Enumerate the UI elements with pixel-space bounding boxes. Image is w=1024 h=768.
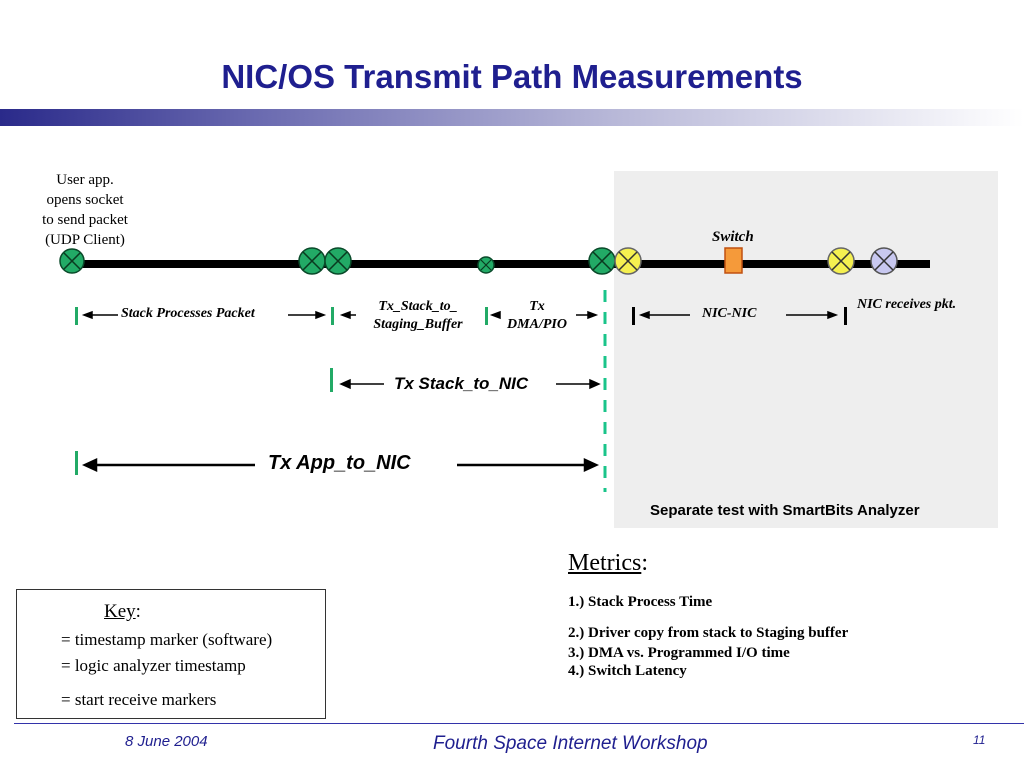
key-item-software: = timestamp marker (software) (61, 630, 273, 649)
switch-label: Switch (712, 229, 754, 245)
arrows-row1 (81, 310, 839, 320)
metric-item-1: 1.) Stack Process Time (568, 594, 713, 610)
tx-dma-line-2: DMA/PIO (507, 317, 567, 332)
switch-box-icon (724, 247, 743, 274)
footer-divider (14, 723, 1024, 724)
footer-date: 8 June 2004 (125, 733, 208, 750)
tick-1 (75, 307, 78, 325)
software-marker-1-icon (59, 248, 85, 274)
key-title-colon: : (135, 601, 141, 622)
tick-5 (844, 307, 847, 325)
metrics-title-colon: : (641, 550, 648, 576)
tx-stack-to-staging-label: Tx_Stack_to_ Staging_Buffer (356, 298, 480, 334)
tick-app-to-nic (75, 451, 78, 475)
receive-marker-icon (870, 247, 898, 275)
key-title-text: Key (104, 601, 136, 622)
slide-title: NIC/OS Transmit Path Measurements (221, 58, 803, 95)
software-marker-4-icon (477, 256, 495, 274)
metric-item-3: 3.) DMA vs. Programmed I/O time (568, 645, 790, 661)
timeline-line (72, 260, 930, 268)
title-gradient-bar (0, 109, 1024, 126)
key-title: Key: (104, 601, 141, 623)
tx-stack-staging-line-2: Staging_Buffer (373, 317, 463, 332)
key-item-receive: = start receive markers (61, 690, 217, 709)
tick-2 (331, 307, 334, 325)
nic-receives-label: NIC receives pkt. (857, 297, 957, 312)
metrics-title: Metrics: (568, 550, 648, 577)
tick-stack-to-nic (330, 368, 333, 392)
footer-event: Fourth Space Internet Workshop (433, 733, 708, 754)
tx-app-to-nic-label: Tx App_to_NIC (268, 452, 411, 474)
smartbits-panel (614, 171, 998, 528)
logic-analyzer-marker-2-icon (827, 247, 855, 275)
footer-page-number: 11 (973, 733, 986, 747)
logic-analyzer-marker-1-icon (614, 247, 642, 275)
software-marker-3-icon (324, 247, 352, 275)
metrics-title-text: Metrics (568, 550, 642, 576)
arrows-row2 (339, 378, 601, 390)
metric-item-2: 2.) Driver copy from stack to Staging bu… (568, 625, 849, 641)
tx-dma-line-1: Tx (529, 299, 545, 314)
tx-dma-pio-label: Tx DMA/PIO (498, 298, 576, 334)
nic-nic-label: NIC-NIC (702, 306, 757, 321)
user-app-line-2: opens socket (46, 192, 124, 208)
metric-item-4: 4.) Switch Latency (568, 663, 687, 679)
software-marker-2-icon (298, 247, 326, 275)
user-app-line-1: User app. (56, 172, 114, 188)
user-app-line-4: (UDP Client) (45, 232, 125, 248)
user-app-line-3: to send packet (42, 212, 128, 228)
stack-processes-label: Stack Processes Packet (121, 306, 255, 321)
key-item-logic-analyzer: = logic analyzer timestamp (61, 656, 246, 675)
tick-3 (485, 307, 488, 325)
arrows-row3 (81, 458, 600, 472)
key-box (16, 589, 326, 719)
tx-stack-staging-line-1: Tx_Stack_to_ (378, 299, 458, 314)
tx-stack-to-nic-label: Tx Stack_to_NIC (394, 374, 529, 393)
user-app-label: User app. opens socket to send packet (U… (20, 170, 150, 250)
smartbits-note: Separate test with SmartBits Analyzer (650, 502, 920, 519)
tick-4 (632, 307, 635, 325)
software-marker-5-icon (588, 247, 616, 275)
